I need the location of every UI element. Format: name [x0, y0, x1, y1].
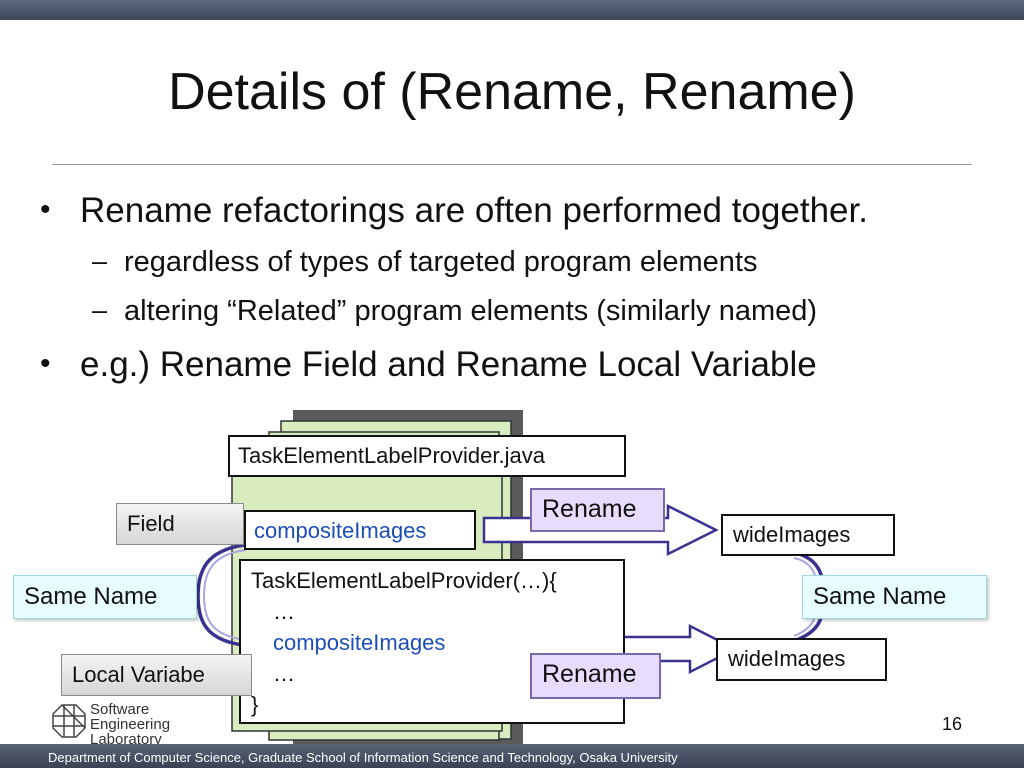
slide-title: Details of (Rename, Rename): [168, 63, 856, 121]
new-name-bottom: wideImages: [716, 638, 887, 681]
field-tag: Field: [116, 503, 244, 545]
local-variable-name: compositeImages: [273, 630, 446, 655]
new-name-top: wideImages: [721, 514, 895, 556]
page-number: 16: [942, 714, 963, 734]
local-variable-tag: Local Variabe: [61, 654, 252, 696]
lab-logo-icon: [52, 704, 86, 738]
bullet-glyph: •: [40, 347, 51, 380]
code-line: TaskElementLabelProvider(…){: [251, 568, 557, 593]
same-name-tag-right: Same Name: [802, 575, 987, 619]
bullet-glyph: •: [40, 193, 51, 226]
lab-logo-text: Software Engineering Laboratory: [90, 702, 170, 747]
department-text: Department of Computer Science, Graduate…: [48, 750, 678, 765]
dash-glyph: –: [92, 295, 108, 325]
same-name-bracket-left: [196, 542, 253, 648]
bullet-1-sub-2: altering “Related” program elements (sim…: [124, 295, 818, 327]
rename-tag-bottom: Rename: [530, 653, 661, 699]
top-bar: [0, 0, 1024, 20]
title-divider: [52, 164, 972, 165]
dash-glyph: –: [92, 246, 108, 276]
logo-line: Engineering: [90, 716, 171, 733]
logo-line: Software: [90, 701, 150, 718]
file-name-label: TaskElementLabelProvider.java: [228, 435, 626, 477]
same-name-bracket-left-inner: [202, 549, 247, 641]
logo-line: Laboratory: [90, 731, 162, 748]
field-name: compositeImages: [244, 510, 476, 550]
bullet-2: e.g.) Rename Field and Rename Local Vari…: [80, 345, 817, 384]
footer-bar: Department of Computer Science, Graduate…: [0, 744, 1024, 768]
bullet-1-sub-1: regardless of types of targeted program …: [124, 246, 758, 278]
constructor-code-box: TaskElementLabelProvider(…){ … composite…: [239, 559, 625, 724]
rename-tag-top: Rename: [530, 488, 665, 532]
code-line: }: [251, 692, 259, 717]
code-line: …: [273, 599, 295, 624]
bullet-1: Rename refactorings are often performed …: [80, 191, 868, 230]
code-line: …: [273, 661, 295, 686]
same-name-tag-left: Same Name: [13, 575, 197, 619]
